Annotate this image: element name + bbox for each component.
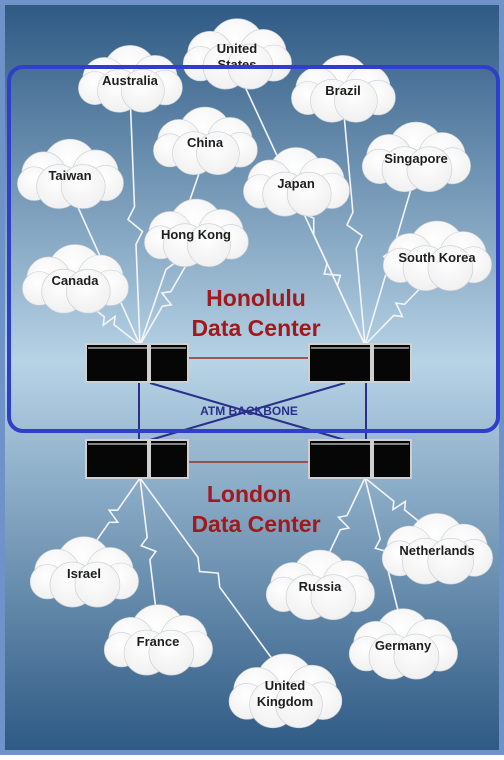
- honolulu-server-right-unit-b: [372, 343, 412, 383]
- cloud-label-line1: Russia: [299, 579, 342, 594]
- honolulu-title: Honolulu Data Center: [191, 285, 320, 341]
- cloud-label-line1: China: [187, 135, 224, 150]
- cloud-shape: [382, 220, 492, 292]
- cloud-shape: [22, 244, 129, 314]
- cloud-label-line1: United: [217, 41, 258, 56]
- cloud-label-line1: Singapore: [384, 151, 448, 166]
- honolulu-server-right-unit-a: [308, 343, 372, 383]
- london-server-right-unit-a: [308, 439, 372, 479]
- honolulu-title-line1: Honolulu: [206, 285, 306, 311]
- lightning-link-netherlands: [364, 477, 438, 537]
- lightning-link-france: [139, 477, 159, 627]
- london-server-left-unit-b: [149, 439, 189, 479]
- cloud-brazil: Brazil: [291, 55, 396, 123]
- cloud-label-line1: Brazil: [325, 83, 360, 98]
- cloud-shape: [228, 653, 343, 729]
- cloud-israel: Israel: [29, 536, 139, 608]
- cloud-label-line1: United: [265, 678, 306, 693]
- cloud-shape: [348, 608, 458, 680]
- lightning-link-brazil: [342, 103, 366, 346]
- london-server-right: [308, 439, 412, 479]
- cloud-label-line1: Australia: [102, 73, 158, 88]
- cloud-taiwan: Taiwan: [17, 138, 124, 209]
- cloud-shape: [291, 55, 396, 123]
- cloud-label-line2: Kingdom: [257, 694, 313, 709]
- cloud-label-line1: France: [137, 634, 180, 649]
- cloud-label-line1: Japan: [277, 176, 315, 191]
- cloud-germany: Germany: [348, 608, 458, 680]
- lightning-link-germany: [364, 477, 404, 631]
- cloud-shape: [153, 106, 258, 175]
- cloud-shape: [361, 121, 471, 192]
- cloud-label-line1: Taiwan: [48, 168, 91, 183]
- cloud-russia: Russia: [265, 549, 375, 621]
- cloud-shape: [103, 604, 213, 676]
- servers: [85, 343, 412, 479]
- london-server-right-unit-b: [372, 439, 412, 479]
- cloud-canada: Canada: [22, 244, 129, 314]
- cloud-netherlands: Netherlands: [381, 513, 494, 585]
- cloud-label-line2: States: [217, 57, 256, 72]
- cloud-south-korea: South Korea: [382, 220, 492, 292]
- cloud-shape: [29, 536, 139, 608]
- lightning-link-united-kingdom: [139, 477, 286, 677]
- cloud-label-line1: Canada: [52, 273, 100, 288]
- cloud-shape: [265, 549, 375, 621]
- cloud-shape: [78, 45, 183, 113]
- cloud-china: China: [153, 106, 258, 175]
- honolulu-highlight-box: [7, 65, 500, 433]
- lightning-link-canada: [74, 293, 141, 346]
- london-server-left: [85, 439, 189, 479]
- cloud-label-line1: Israel: [67, 566, 101, 581]
- cloud-hong-kong: Hong Kong: [144, 198, 249, 267]
- honolulu-server-left: [85, 343, 189, 383]
- london-title-line1: London: [207, 481, 291, 507]
- cloud-australia: Australia: [78, 45, 183, 113]
- honolulu-server-left-unit-b: [149, 343, 189, 383]
- cloud-label-line1: South Korea: [398, 250, 476, 265]
- backbone-label: ATM BACKBONE: [200, 404, 298, 418]
- lightning-link-israel: [83, 477, 141, 559]
- lightning-link-russia: [319, 477, 366, 573]
- cloud-label-line1: Germany: [375, 638, 432, 653]
- cloud-shape: [144, 198, 249, 267]
- honolulu-server-right: [308, 343, 412, 383]
- honolulu-server-left-unit-a: [85, 343, 149, 383]
- cloud-singapore: Singapore: [361, 121, 471, 192]
- lightning-link-south-korea: [364, 270, 438, 346]
- lightning-link-australia: [126, 93, 144, 346]
- london-title: London Data Center: [191, 481, 320, 537]
- london-title-line2: Data Center: [191, 511, 320, 537]
- cloud-label-line1: Hong Kong: [161, 227, 231, 242]
- cloud-japan: Japan: [243, 147, 350, 217]
- cloud-france: France: [103, 604, 213, 676]
- cloud-shape: [243, 147, 350, 217]
- lightning-link-hong-kong: [139, 247, 197, 346]
- cloud-label-line1: Netherlands: [399, 543, 474, 558]
- london-server-left-unit-a: [85, 439, 149, 479]
- honolulu-title-line2: Data Center: [191, 315, 320, 341]
- lightning-link-japan: [295, 196, 366, 346]
- cloud-shape: [381, 513, 494, 585]
- cloud-shape: [17, 138, 124, 209]
